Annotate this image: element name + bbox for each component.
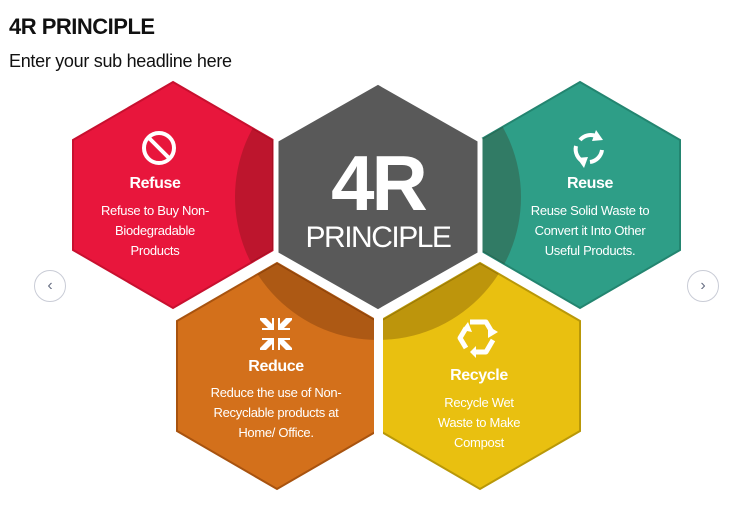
reuse-desc-line: Reuse Solid Waste to <box>531 203 650 218</box>
reduce-title: Reduce <box>248 358 304 375</box>
chevron-right-icon: › <box>700 277 706 294</box>
reuse-desc-line: Useful Products. <box>545 243 636 258</box>
recycle-title: Recycle <box>450 367 508 384</box>
cycle-arrows-icon <box>573 130 604 168</box>
refuse-desc-line: Refuse to Buy Non- <box>101 203 209 218</box>
chevron-left-icon: ‹ <box>47 277 53 294</box>
compress-arrows-icon <box>260 318 292 350</box>
next-slide-button[interactable]: › <box>687 270 719 302</box>
recycle-icon <box>457 319 498 358</box>
prev-slide-button[interactable]: ‹ <box>34 270 66 302</box>
recycle-desc-line: Compost <box>454 435 505 450</box>
page-title: 4R PRINCIPLE <box>9 14 155 39</box>
reduce-desc-line: Reduce the use of Non- <box>211 385 342 400</box>
recycle-desc-line: Waste to Make <box>438 415 520 430</box>
center-big-text: 4R <box>331 139 426 227</box>
refuse-hexagon <box>72 80 274 310</box>
prohibited-icon <box>142 131 176 165</box>
reuse-desc-line: Convert it Into Other <box>535 223 647 238</box>
reduce-desc-line: Recyclable products at <box>214 405 340 420</box>
center-label: PRINCIPLE <box>306 221 451 254</box>
refuse-desc-line: Products <box>131 243 181 258</box>
reduce-desc-line: Home/ Office. <box>238 425 313 440</box>
page-subtitle: Enter your sub headline here <box>9 51 232 71</box>
reuse-title: Reuse <box>567 175 614 192</box>
refuse-desc-line: Biodegradable <box>115 223 195 238</box>
center-hexagon <box>273 79 483 315</box>
refuse-title: Refuse <box>130 175 181 192</box>
recycle-desc-line: Recycle Wet <box>444 395 514 410</box>
